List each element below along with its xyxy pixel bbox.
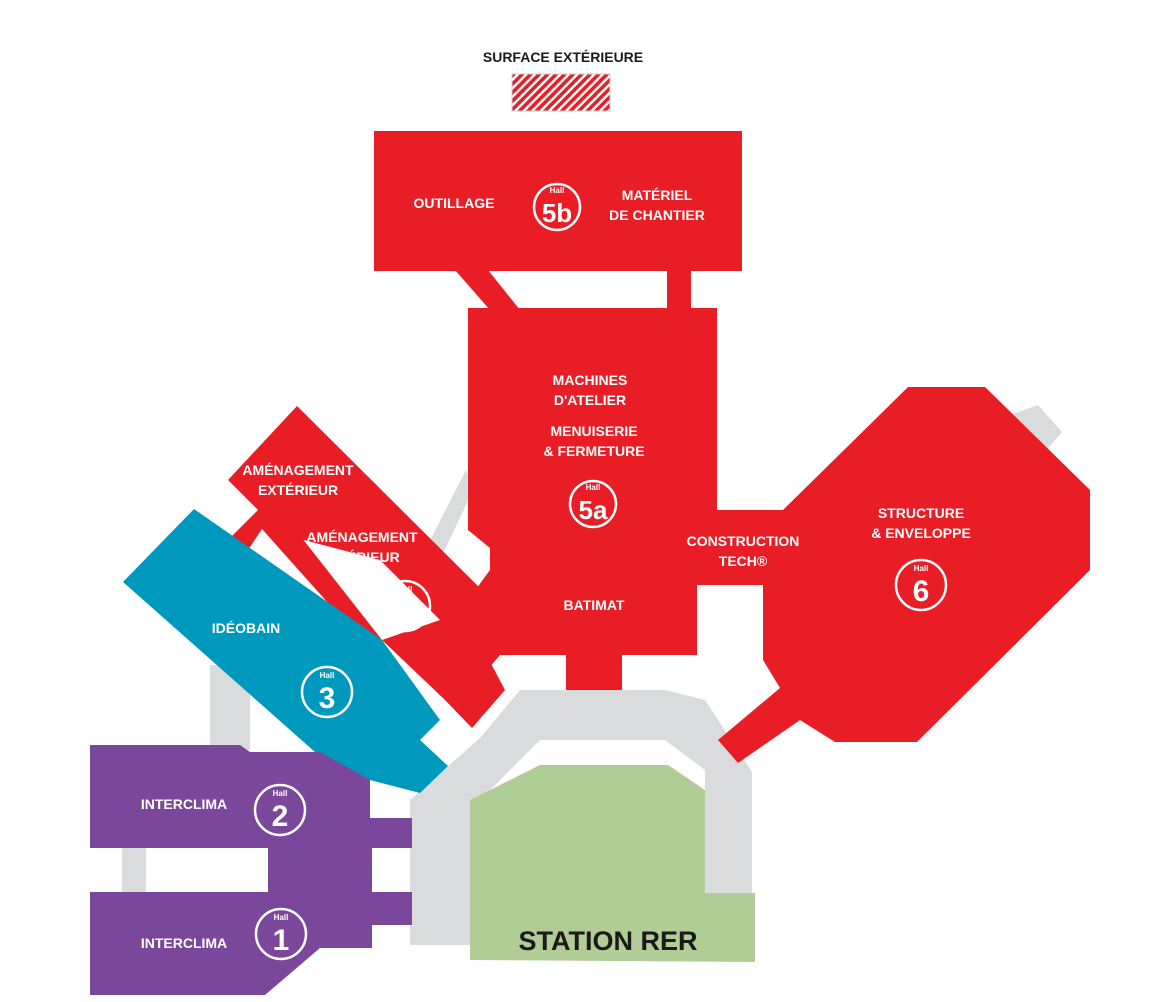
hall-2-number: 2 xyxy=(272,800,289,833)
hall-1-area[interactable] xyxy=(90,870,412,995)
hall-5b-connector-east xyxy=(667,270,691,312)
zone-interieur: INTÉRIEUR xyxy=(324,549,399,565)
hall-5b-number: 5b xyxy=(542,198,572,228)
zone-exterieur: EXTÉRIEUR xyxy=(258,482,338,498)
hall-1[interactable] xyxy=(90,870,412,995)
hall-6-word: Hall xyxy=(914,564,929,573)
walkway-hall6-corner xyxy=(1002,405,1062,452)
legend-swatch-outdoor-area xyxy=(511,73,611,112)
zone-enveloppe: & ENVELOPPE xyxy=(871,525,971,541)
zone-materiel: MATÉRIEL xyxy=(622,187,693,203)
station-concourse xyxy=(410,690,752,945)
hall-6-badge: Hall 6 xyxy=(894,558,948,612)
hall-5b-word: Hall xyxy=(550,186,565,195)
zone-structure: STRUCTURE xyxy=(878,505,964,521)
hall-2-badge: Hall 2 xyxy=(253,783,307,837)
station-rer-label: STATION RER xyxy=(519,926,698,956)
hall-5b-area[interactable] xyxy=(374,131,742,271)
hall-2-word: Hall xyxy=(273,789,288,798)
hall-6-area[interactable] xyxy=(697,387,1090,763)
zone-outillage: OUTILLAGE xyxy=(414,195,495,211)
hall-4-word: Hall xyxy=(398,585,413,594)
zone-tech: TECH® xyxy=(719,553,768,569)
zone-menuiserie: MENUISERIE xyxy=(550,423,637,439)
hall-5b-connector-west xyxy=(455,270,520,310)
zone-construction: CONSTRUCTION xyxy=(687,533,800,549)
hall-3-word: Hall xyxy=(320,671,335,680)
station-rer-area[interactable] xyxy=(470,765,755,962)
zone-amenagement-int: AMÉNAGEMENT xyxy=(306,529,418,545)
zone-de-chantier: DE CHANTIER xyxy=(609,207,705,223)
hall-5a-area[interactable] xyxy=(440,308,717,690)
hall-1-number: 1 xyxy=(273,924,290,957)
hall-5a[interactable] xyxy=(440,308,717,690)
hall-6[interactable] xyxy=(697,387,1090,763)
zone-datelier: D'ATELIER xyxy=(554,392,626,408)
zone-amenagement-ext: AMÉNAGEMENT xyxy=(242,462,354,478)
hall-4-badge: Hall 4 xyxy=(378,579,432,633)
hall-3-area[interactable] xyxy=(123,509,448,793)
walkway-interclima-link xyxy=(122,848,146,893)
hall-1-word: Hall xyxy=(274,913,289,922)
zone-interclima-1: INTERCLIMA xyxy=(141,935,227,951)
hall-5a-number: 5a xyxy=(579,495,608,525)
zone-batimat: BATIMAT xyxy=(564,597,625,613)
hall-3-badge: Hall 3 xyxy=(300,665,354,719)
hall-4[interactable] xyxy=(228,406,505,728)
hall-5b-badge: Hall 5b xyxy=(532,182,582,232)
hall-3[interactable] xyxy=(123,509,448,793)
hall-2-area[interactable] xyxy=(90,745,412,870)
hall-5b[interactable] xyxy=(374,131,742,312)
hall-3-number: 3 xyxy=(319,682,336,715)
hall-4-inner xyxy=(262,510,382,650)
hall-5a-word: Hall xyxy=(586,483,601,492)
hall-1-badge: Hall 1 xyxy=(254,907,308,961)
hall-4-number: 4 xyxy=(397,596,414,629)
hall-4-area[interactable] xyxy=(228,406,505,728)
legend-label: SURFACE EXTÉRIEURE xyxy=(483,49,643,65)
zone-machines: MACHINES xyxy=(553,372,628,388)
hall-2[interactable] xyxy=(90,745,412,870)
zone-ideobain: IDÉOBAIN xyxy=(212,620,280,636)
zone-fermeture: & FERMETURE xyxy=(543,443,644,459)
hall-6-number: 6 xyxy=(913,575,930,608)
zone-interclima-2: INTERCLIMA xyxy=(141,796,227,812)
walkway-hall4-5a xyxy=(420,470,474,560)
hall-5a-badge: Hall 5a xyxy=(568,479,618,529)
